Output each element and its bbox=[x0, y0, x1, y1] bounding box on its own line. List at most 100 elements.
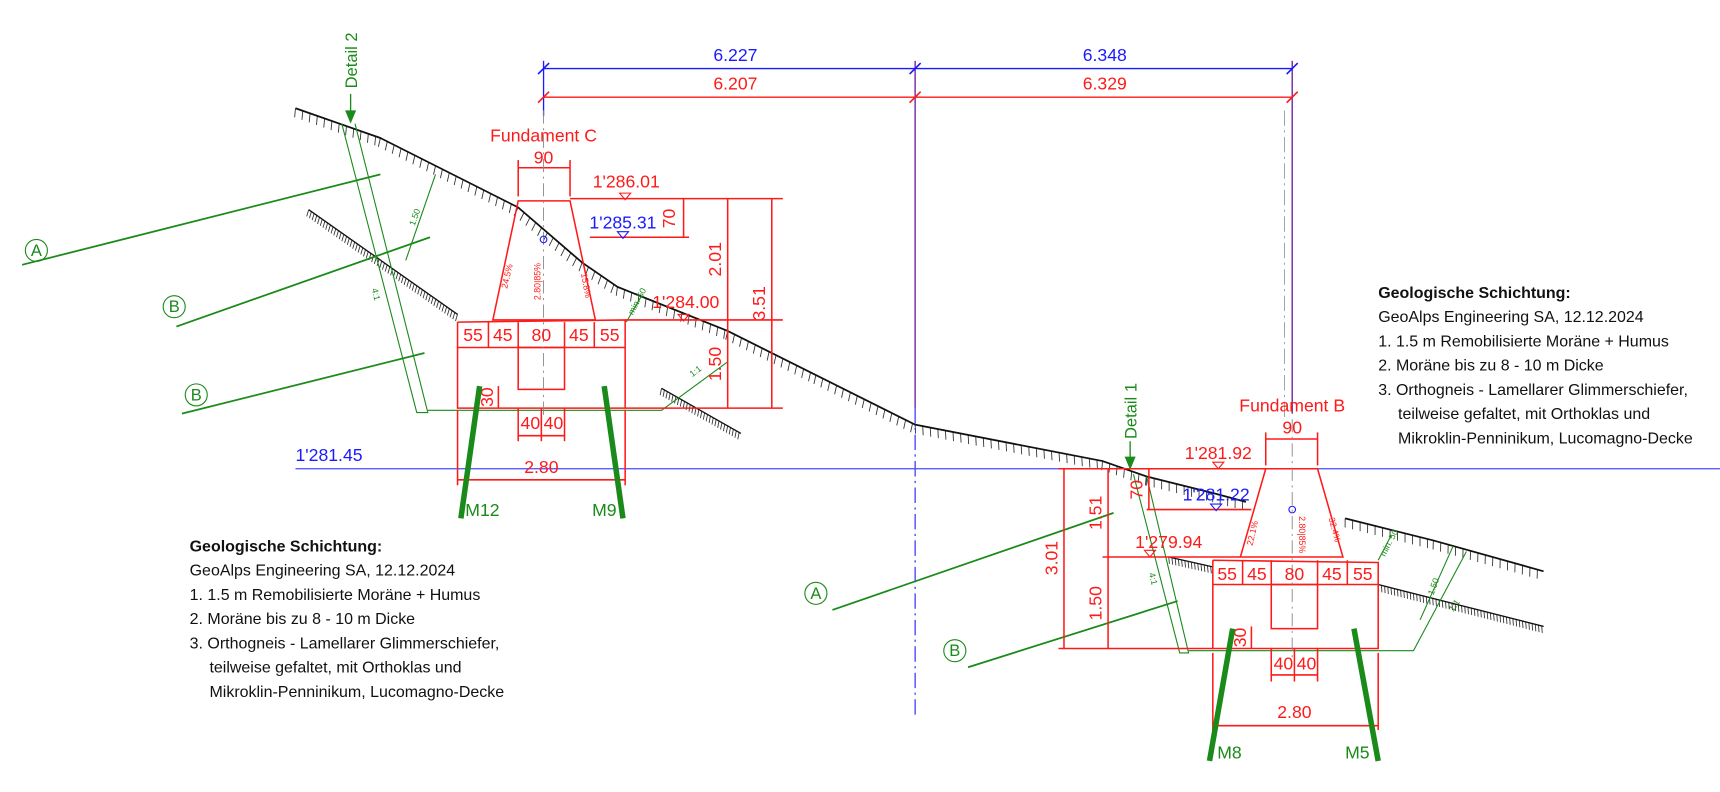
hatch-mark bbox=[597, 275, 602, 285]
geology-title: Geologische Schichtung: bbox=[190, 538, 383, 555]
hatch-mark bbox=[419, 289, 423, 297]
anchor-label-m12: M12 bbox=[465, 500, 499, 520]
hatch-mark bbox=[566, 252, 572, 262]
hatch-mark bbox=[1115, 466, 1118, 476]
hatch-mark bbox=[359, 131, 362, 141]
hatch-mark bbox=[1534, 624, 1537, 632]
layer-b-marker: B bbox=[169, 297, 180, 316]
hatch-mark bbox=[731, 429, 734, 437]
hatch-mark bbox=[651, 301, 654, 311]
hatch-mark bbox=[439, 169, 443, 179]
hatch-mark bbox=[1184, 560, 1186, 568]
detail-1-label: Detail 1 bbox=[1122, 383, 1141, 439]
hatch-mark bbox=[1406, 591, 1409, 599]
hatch-mark bbox=[1451, 603, 1453, 611]
hatch-mark bbox=[1171, 557, 1174, 565]
hatch-mark bbox=[1473, 608, 1476, 616]
hatch-mark bbox=[1502, 616, 1505, 624]
fundament-b-base-level: 1'279.94 bbox=[1135, 532, 1202, 552]
hatch-mark bbox=[1464, 606, 1466, 614]
hatch-mark bbox=[446, 172, 450, 182]
spacing-lower-2: 6.329 bbox=[1083, 73, 1127, 93]
fundament-b-dim-301: 3.01 bbox=[1041, 541, 1061, 575]
hatch-mark bbox=[1448, 602, 1450, 610]
slope-41-b: 4:1 bbox=[1147, 572, 1160, 586]
fundament-b-axis-note: 2.80|85% bbox=[1297, 516, 1307, 553]
fundament-c-dim-70: 70 bbox=[659, 208, 679, 228]
level-marker-icon bbox=[1143, 549, 1157, 558]
hatch-mark bbox=[834, 385, 838, 395]
hatch-mark bbox=[766, 351, 770, 361]
segment-dim: 55 bbox=[600, 325, 620, 345]
hatch-mark bbox=[1177, 559, 1180, 567]
fundament-c-top-level: 1'286.01 bbox=[593, 172, 660, 192]
spacing-dimensions bbox=[537, 60, 1299, 720]
hatch-mark bbox=[365, 251, 369, 259]
hatch-mark bbox=[1515, 619, 1518, 627]
hatch-mark bbox=[363, 249, 366, 257]
hatch-mark bbox=[1390, 587, 1392, 595]
fundament-b-mid-level: 1'281.22 bbox=[1183, 485, 1250, 505]
layer-b-marker: B bbox=[191, 385, 202, 404]
hatch-mark bbox=[1525, 621, 1527, 629]
hatch-mark bbox=[662, 389, 665, 397]
hatch-mark bbox=[1187, 561, 1190, 569]
hatch-mark bbox=[801, 368, 805, 378]
hatch-mark bbox=[679, 399, 683, 407]
hatch-mark bbox=[1457, 604, 1460, 612]
hatch-mark bbox=[314, 215, 318, 223]
hatch-mark bbox=[422, 291, 426, 299]
segment-dim: 80 bbox=[1285, 564, 1305, 584]
hatch-mark bbox=[1413, 593, 1415, 601]
hatch-mark bbox=[665, 306, 669, 316]
fundament-b-dim-30: 30 bbox=[1230, 627, 1250, 647]
moraine-boundary-mid bbox=[661, 387, 742, 435]
hatch-mark bbox=[395, 272, 399, 280]
hatch-mark bbox=[1397, 589, 1399, 597]
hatch-mark bbox=[338, 232, 342, 240]
hatch-mark bbox=[1145, 476, 1147, 486]
anchor-label-m8: M8 bbox=[1217, 743, 1242, 763]
hatch-mark bbox=[354, 243, 358, 251]
fundament-c-mid-level: 1'285.31 bbox=[589, 212, 656, 232]
hatch-mark bbox=[438, 302, 442, 310]
terrain-surface bbox=[295, 107, 1247, 503]
hatch-mark bbox=[658, 303, 661, 314]
hatch-mark bbox=[722, 424, 726, 432]
hatch-mark bbox=[460, 179, 464, 189]
hatch-mark bbox=[734, 430, 737, 438]
geology-item: Mikroklin-Penninikum, Lucomagno-Decke bbox=[209, 684, 504, 701]
hatch-mark bbox=[352, 128, 355, 138]
fundament-b-bottom-1: 40 bbox=[1274, 653, 1294, 673]
hatch-mark bbox=[694, 407, 697, 415]
hatch-mark bbox=[739, 337, 742, 347]
hatch-mark bbox=[1190, 562, 1193, 570]
hatch-mark bbox=[827, 381, 831, 391]
hatch-mark bbox=[327, 224, 331, 232]
anchor-m5 bbox=[1351, 628, 1381, 762]
hatch-mark bbox=[409, 281, 412, 289]
hatch-mark bbox=[1461, 605, 1463, 613]
hatch-mark bbox=[725, 425, 729, 433]
hatch-mark bbox=[848, 392, 851, 402]
hatch-mark bbox=[1137, 473, 1140, 483]
hatch-mark bbox=[446, 308, 450, 316]
fundament-c-width: 2.80 bbox=[524, 457, 559, 477]
terrain-surface-right bbox=[1344, 517, 1544, 573]
hatch-mark bbox=[701, 321, 704, 331]
fundament-c-title: Fundament C bbox=[490, 125, 597, 145]
hatch-mark bbox=[820, 378, 824, 388]
fundament-b-width: 2.80 bbox=[1277, 702, 1312, 722]
fundament-c-slope-left: 24.5% bbox=[499, 263, 514, 290]
fundament-b-slope-left: 22.1% bbox=[1245, 520, 1260, 547]
hatch-mark bbox=[604, 279, 609, 289]
hatch-mark bbox=[322, 220, 326, 228]
center-mark-c-icon bbox=[539, 235, 548, 244]
hatch-mark bbox=[377, 137, 381, 147]
hatch-mark bbox=[433, 165, 436, 175]
slope-150-c: 1.50 bbox=[407, 207, 422, 227]
fundament-c-dim-30: 30 bbox=[477, 387, 497, 407]
fundament-b-bottom-2: 40 bbox=[1297, 653, 1317, 673]
